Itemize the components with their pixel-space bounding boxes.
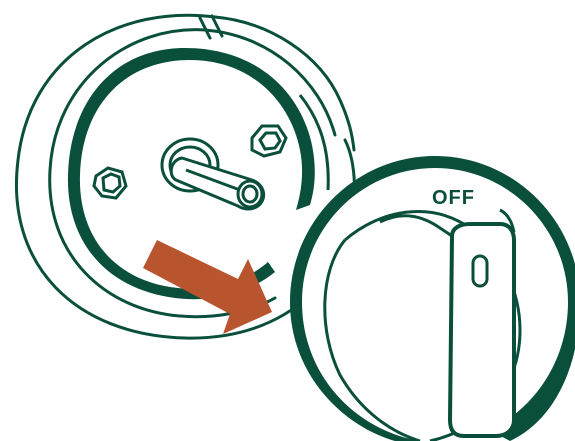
control-knob: OFF [290,156,575,441]
second-ring [48,28,277,319]
direction-arrow [143,240,272,334]
hex-nut-left [92,166,128,200]
inner-ring [67,48,330,300]
shaft-flat [185,168,241,192]
knob-grip-ridge [379,214,453,238]
second-ring-top [203,28,337,137]
knob-pointer [447,222,516,438]
shaft-tip-face [241,184,259,204]
direction-arrow-icon [143,240,272,334]
shaft-collar-outer [160,137,220,193]
off-label: OFF [432,187,475,209]
inner-ring-edge [298,94,330,191]
hex-nut-right [250,124,288,158]
knob-face-left [323,239,421,441]
rim-notch [198,14,224,40]
hex-nut-icon [92,166,128,200]
hex-nut-icon [250,124,288,158]
valve-shaft [160,137,266,211]
shaft-tip [236,179,264,209]
knob-indicator-slot [471,254,489,288]
outer-rim-top [213,15,356,152]
